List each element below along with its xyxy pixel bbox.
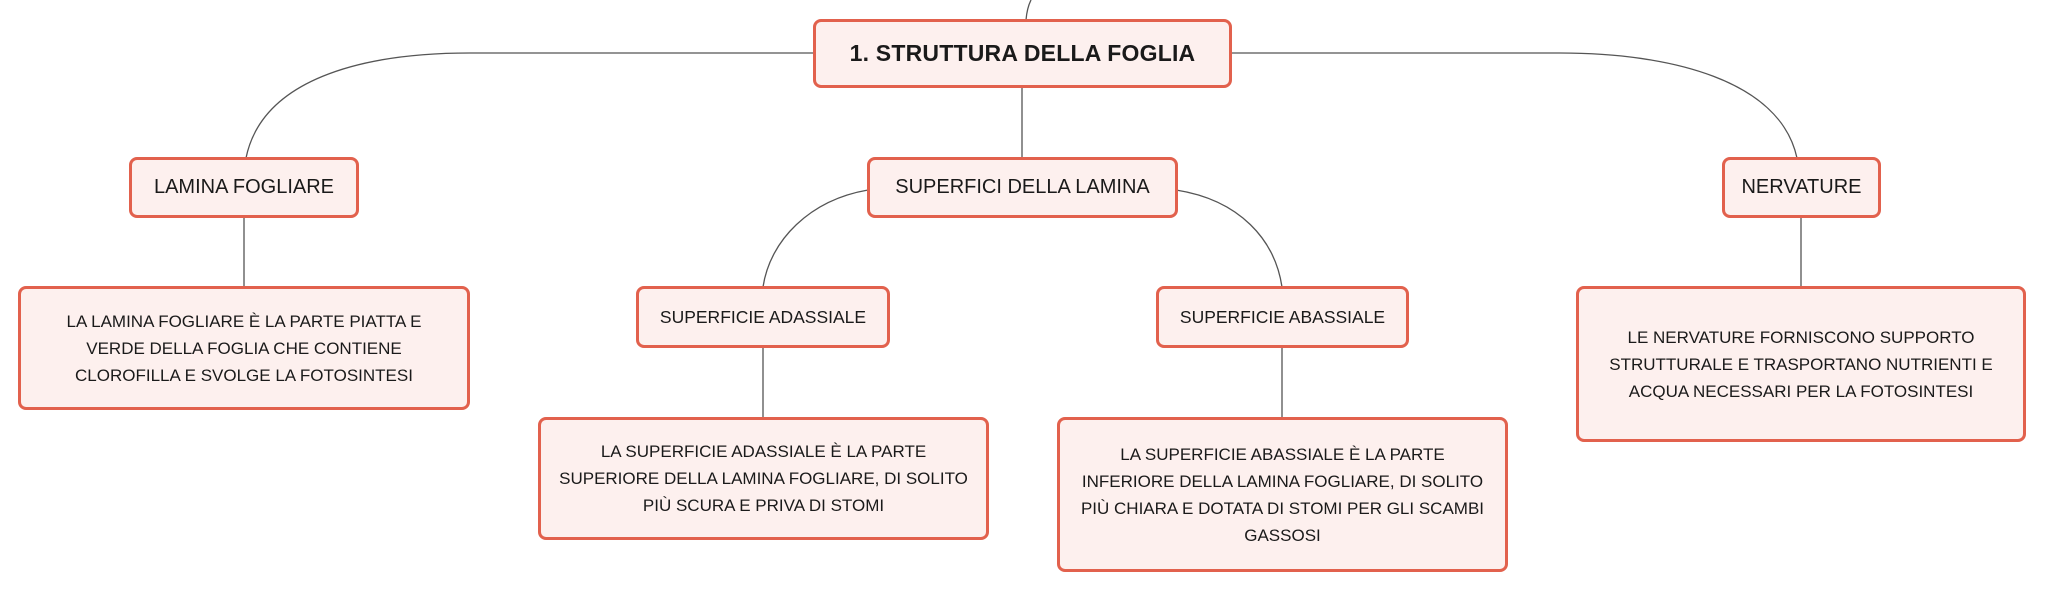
description-text: LA SUPERFICIE ABASSIALE È LA PARTE INFER… — [1080, 444, 1485, 545]
description-text: LA SUPERFICIE ADASSIALE È LA PARTE SUPER… — [559, 442, 968, 515]
topic-superficie-abassiale[interactable]: SUPERFICIE ABASSIALE — [1156, 286, 1409, 348]
topic-label: SUPERFICIE ADASSIALE — [659, 306, 867, 327]
topic-superficie-adassiale[interactable]: SUPERFICIE ADASSIALE — [636, 286, 890, 348]
topic-superfici-della-lamina[interactable]: SUPERFICI DELLA LAMINA — [867, 157, 1178, 218]
connector-root-nervature — [1230, 52, 1798, 159]
topic-lamina-fogliare[interactable]: LAMINA FOGLIARE — [129, 157, 359, 218]
topic-label: SUPERFICI DELLA LAMINA — [895, 176, 1150, 198]
root-topic-label: 1. STRUTTURA DELLA FOGLIA — [849, 40, 1196, 66]
topic-label: NERVATURE — [1741, 176, 1862, 198]
topic-label: LAMINA FOGLIARE — [153, 176, 335, 198]
description-nervature[interactable]: LE NERVATURE FORNISCONO SUPPORTO STRUTTU… — [1576, 286, 2026, 442]
topic-nervature[interactable]: NERVATURE — [1722, 157, 1881, 218]
description-superficie-abassiale[interactable]: LA SUPERFICIE ABASSIALE È LA PARTE INFER… — [1057, 417, 1508, 572]
description-text: LE NERVATURE FORNISCONO SUPPORTO STRUTTU… — [1609, 327, 1993, 401]
topic-label: SUPERFICIE ABASSIALE — [1179, 306, 1386, 327]
connector-root-lamina — [245, 52, 815, 159]
connector-superfici-abassiale — [1175, 189, 1283, 288]
description-lamina-fogliare[interactable]: LA LAMINA FOGLIARE È LA PARTE PIATTA E V… — [18, 286, 470, 410]
description-text: LA LAMINA FOGLIARE È LA PARTE PIATTA E V… — [66, 311, 422, 385]
root-topic-node[interactable]: 1. STRUTTURA DELLA FOGLIA — [813, 19, 1232, 88]
description-superficie-adassiale[interactable]: LA SUPERFICIE ADASSIALE È LA PARTE SUPER… — [538, 417, 989, 540]
connector-to-parent — [1025, 0, 1032, 21]
connector-superfici-adassiale — [762, 189, 869, 288]
